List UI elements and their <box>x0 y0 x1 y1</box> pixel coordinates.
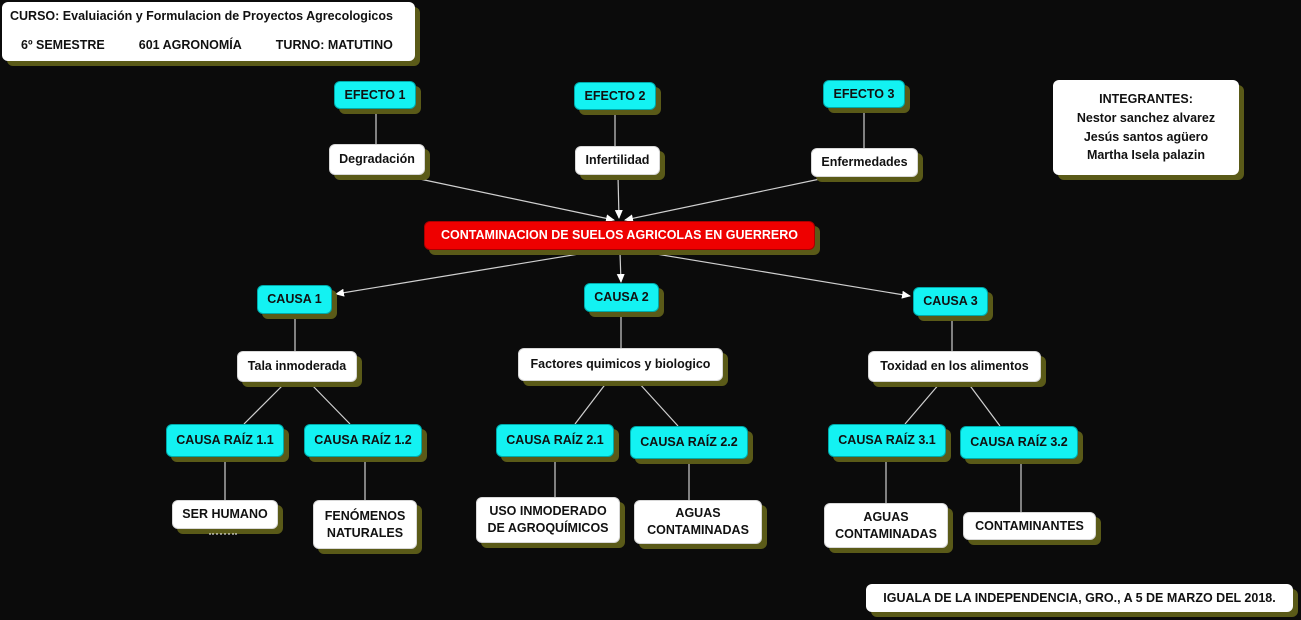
arrow-causa2 <box>616 252 625 283</box>
desc-line: CONTAMINADAS <box>835 526 937 541</box>
root-cause-2-2-label: CAUSA RAÍZ 2.2 <box>630 426 748 459</box>
desc-line: NATURALES <box>326 525 404 540</box>
root-cause-3-1-label: CAUSA RAÍZ 3.1 <box>828 424 946 457</box>
root-cause-3-2-desc: CONTAMINANTES <box>963 512 1096 540</box>
effect-3-label: EFECTO 3 <box>823 80 905 108</box>
root-cause-1-1-desc: SER HUMANO <box>172 500 278 529</box>
central-problem: CONTAMINACION DE SUELOS AGRICOLAS EN GUE… <box>424 221 815 250</box>
team-box: INTEGRANTES: Nestor sanchez alvarez Jesú… <box>1053 80 1239 175</box>
effect-2-desc: Infertilidad <box>575 146 660 175</box>
desc-line: AGUAS <box>675 506 721 521</box>
dotted-mark <box>209 529 237 535</box>
arrow-enfermedades <box>624 178 821 223</box>
desc-line: DE AGROQUÍMICOS <box>487 521 609 535</box>
footer-place-date: IGUALA DE LA INDEPENDENCIA, GRO., A 5 DE… <box>866 584 1293 612</box>
link-raiz21 <box>574 381 608 425</box>
arrow-degradacion <box>414 177 615 223</box>
root-cause-3-1-desc: AGUAS CONTAMINADAS <box>824 503 948 548</box>
cause-3-desc: Toxidad en los alimentos <box>868 351 1041 382</box>
arrow-causa1 <box>335 252 586 297</box>
link-raiz32 <box>967 382 1001 427</box>
course-info-box: CURSO: Evaluiación y Formulacion de Proy… <box>2 2 415 61</box>
arrow-infertilidad <box>614 175 623 219</box>
link-raiz31 <box>904 382 941 425</box>
desc-line: AGUAS <box>863 509 909 524</box>
course-group: 601 AGRONOMÍA <box>138 38 242 52</box>
team-heading: INTEGRANTES: <box>1099 92 1193 106</box>
link-raiz11 <box>243 382 286 425</box>
cause-2-desc: Factores quimicos y biologico <box>518 348 723 381</box>
team-member: Jesús santos agüero <box>1083 129 1209 144</box>
cause-1-label: CAUSA 1 <box>257 285 332 314</box>
root-cause-1-2-label: CAUSA RAÍZ 1.2 <box>304 424 422 457</box>
team-member: Nestor sanchez alvarez <box>1076 110 1216 125</box>
root-cause-3-2-label: CAUSA RAÍZ 3.2 <box>960 426 1078 459</box>
root-cause-2-1-desc: USO INMODERADO DE AGROQUÍMICOS <box>476 497 620 543</box>
cause-1-desc: Tala inmoderada <box>237 351 357 382</box>
root-cause-2-1-label: CAUSA RAÍZ 2.1 <box>496 424 614 457</box>
cause-3-label: CAUSA 3 <box>913 287 988 316</box>
effect-1-desc: Degradación <box>329 144 425 175</box>
course-title: CURSO: Evaluiación y Formulacion de Proy… <box>10 9 393 23</box>
effect-3-desc: Enfermedades <box>811 148 918 177</box>
course-shift: TURNO: MATUTINO <box>275 38 393 52</box>
effect-1-label: EFECTO 1 <box>334 81 416 109</box>
root-cause-2-2-desc: AGUAS CONTAMINADAS <box>634 500 762 544</box>
link-raiz12 <box>309 382 351 425</box>
cause-2-label: CAUSA 2 <box>584 283 659 312</box>
desc-line: FENÓMENOS <box>324 508 406 523</box>
course-semester: 6º SEMESTRE <box>21 38 105 52</box>
arrow-causa3 <box>649 252 911 299</box>
link-raiz22 <box>637 381 679 427</box>
desc-line: CONTAMINADAS <box>647 523 749 537</box>
effect-2-label: EFECTO 2 <box>574 82 656 110</box>
root-cause-1-2-desc: FENÓMENOS NATURALES <box>313 500 417 549</box>
team-member: Martha Isela palazin <box>1086 148 1206 163</box>
root-cause-1-1-label: CAUSA RAÍZ 1.1 <box>166 424 284 457</box>
desc-line: USO INMODERADO <box>489 504 607 519</box>
